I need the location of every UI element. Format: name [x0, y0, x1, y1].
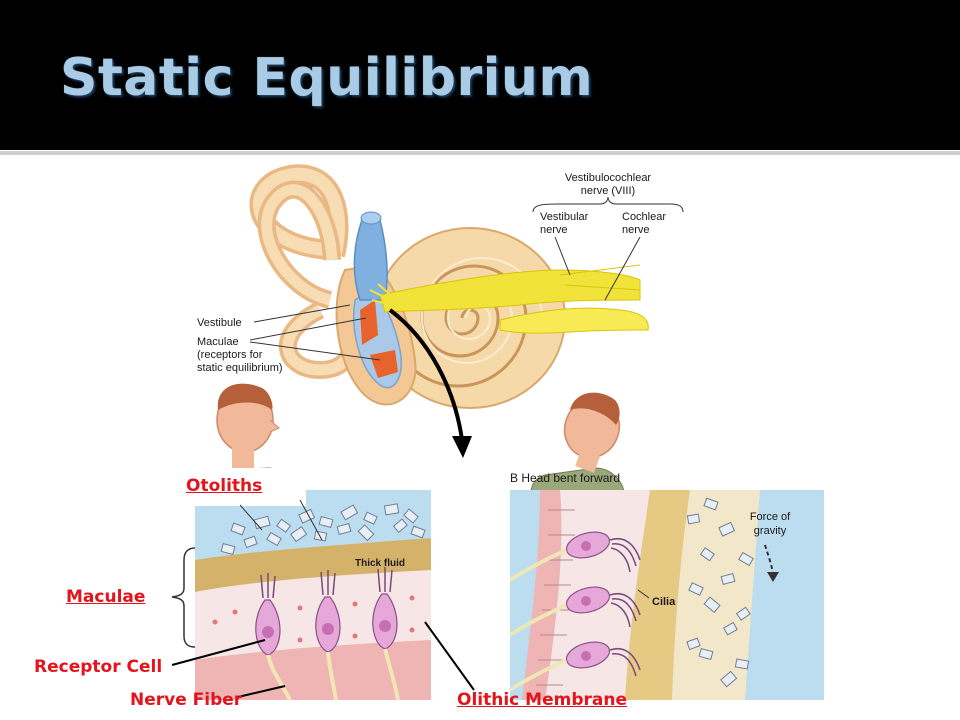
nerve-title-label: Vestibulocochlear — [565, 172, 652, 184]
force-gravity-label: Force of — [750, 511, 791, 523]
cochlear-nerve-label-2: nerve — [622, 224, 650, 236]
maculae-callout: Maculae — [66, 587, 146, 607]
thick-fluid-label: Thick fluid — [355, 558, 405, 569]
macula-upright-panel: Thick fluid — [195, 490, 431, 701]
force-gravity-label-2: gravity — [754, 525, 787, 537]
vestibular-nerve-label: Vestibular — [540, 211, 589, 223]
zoom-arrow — [388, 308, 464, 441]
maculae-bracket — [171, 547, 196, 648]
maculae-label-3: static equilibrium) — [197, 362, 283, 374]
cochlear-nerve — [499, 307, 649, 334]
vestibular-nerve-label-2: nerve — [540, 224, 568, 236]
head-bent-label: B Head bent forward — [510, 471, 620, 485]
title-divider — [0, 151, 960, 155]
maculae-label: Maculae — [197, 336, 239, 348]
receptor-cell-callout: Receptor Cell — [34, 657, 163, 677]
macula-bent-panel: Cilia Force of gravity — [508, 490, 824, 700]
receptor-cell-leader — [171, 639, 266, 666]
vestibule-label: Vestibule — [197, 317, 242, 329]
nerve-fiber-callout: Nerve Fiber — [130, 690, 243, 710]
cochlear-nerve-label: Cochlear — [622, 211, 666, 223]
olithic-membrane-leader — [424, 621, 475, 691]
olithic-membrane-callout: Olithic Membrane — [457, 690, 627, 710]
nerve-fiber-leader — [237, 685, 286, 698]
otoliths-label-backdrop — [178, 468, 306, 506]
nerve-title-label-2: nerve (VIII) — [581, 185, 635, 197]
slide-title: Static Equilibrium — [60, 48, 594, 108]
maculae-label-2: (receptors for — [197, 349, 263, 361]
cilia-label: Cilia — [652, 596, 676, 608]
title-bar — [0, 0, 960, 150]
inner-ear-illustration: Vestibulocochlear nerve (VIII) Vestibula… — [197, 164, 684, 458]
otoliths-callout: Otoliths — [186, 476, 263, 496]
